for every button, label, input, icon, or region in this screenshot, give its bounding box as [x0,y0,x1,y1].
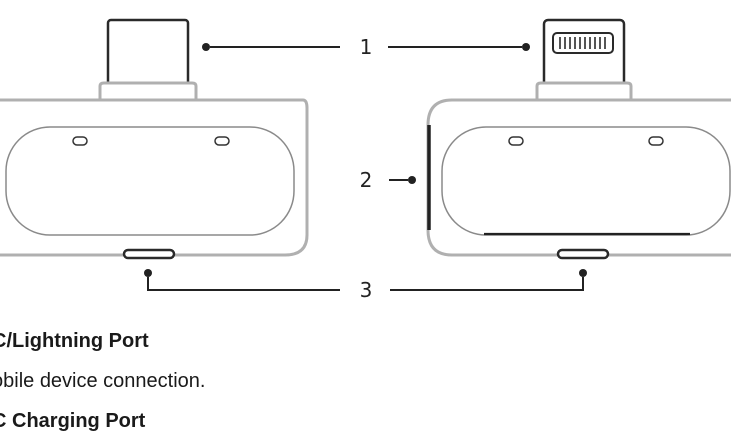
callout-dot [522,43,530,51]
callout-line [147,277,340,291]
callout-dot [579,269,587,277]
indicator-hole [508,136,524,146]
usb-c-charging-port [122,248,176,260]
callout-line [390,277,584,291]
callout-dot [408,176,416,184]
callout-number-2: 2 [360,168,373,192]
callout-dot [144,269,152,277]
lightning-pins [559,37,606,49]
lightning-connector-neck [535,81,633,100]
lightning-contacts [552,32,614,54]
callout-dot [202,43,210,51]
usb-c-connector [106,18,190,90]
lightning-receiver-face [441,126,731,236]
device-diagram: 1 2 3 [0,18,731,302]
lightning-receiver [426,18,731,260]
lightning-charging-port [556,248,610,260]
charging-port-heading: C Charging Port [0,410,146,432]
callout-number-3: 3 [360,278,373,302]
indicator-hole [72,136,88,146]
callout-lines [144,43,587,291]
callout-number-1: 1 [360,35,373,59]
indicator-hole [648,136,664,146]
port-description: obile device connection. [0,370,206,392]
indicator-hole [214,136,230,146]
port-heading: C/Lightning Port [0,330,149,352]
usb-c-receiver-face [5,126,295,236]
lightning-connector [542,18,626,94]
usb-c-connector-neck [98,81,198,100]
usb-c-receiver [0,18,309,260]
